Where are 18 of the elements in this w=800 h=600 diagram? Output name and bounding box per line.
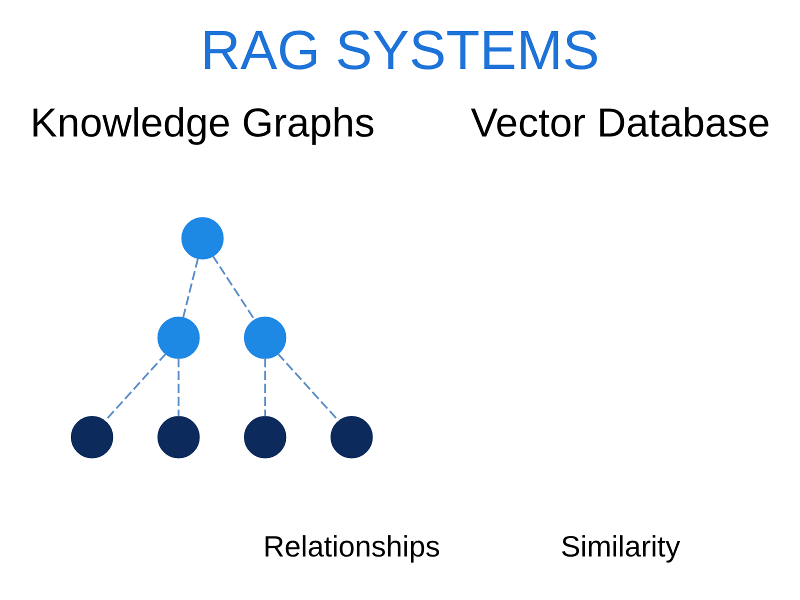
- node-circle: [157, 316, 200, 359]
- connector: [178, 358, 180, 416]
- label: Relationships: [263, 530, 440, 564]
- node-circle: [181, 217, 224, 260]
- node-circle: [330, 416, 373, 458]
- connector: [264, 358, 266, 416]
- label: Similarity: [560, 530, 680, 564]
- connector: [277, 353, 340, 422]
- node-text: Vector Database: [470, 99, 770, 146]
- connector: [182, 258, 199, 318]
- node-circle: [244, 316, 286, 359]
- node-circle: [157, 416, 200, 458]
- node-circle: [244, 416, 286, 458]
- node-text: Knowledge Graphs: [30, 99, 375, 146]
- node-circle: [70, 416, 114, 458]
- connector: [104, 353, 166, 422]
- connector: [212, 255, 256, 320]
- diagram-title: RAG SYSTEMS: [200, 18, 600, 81]
